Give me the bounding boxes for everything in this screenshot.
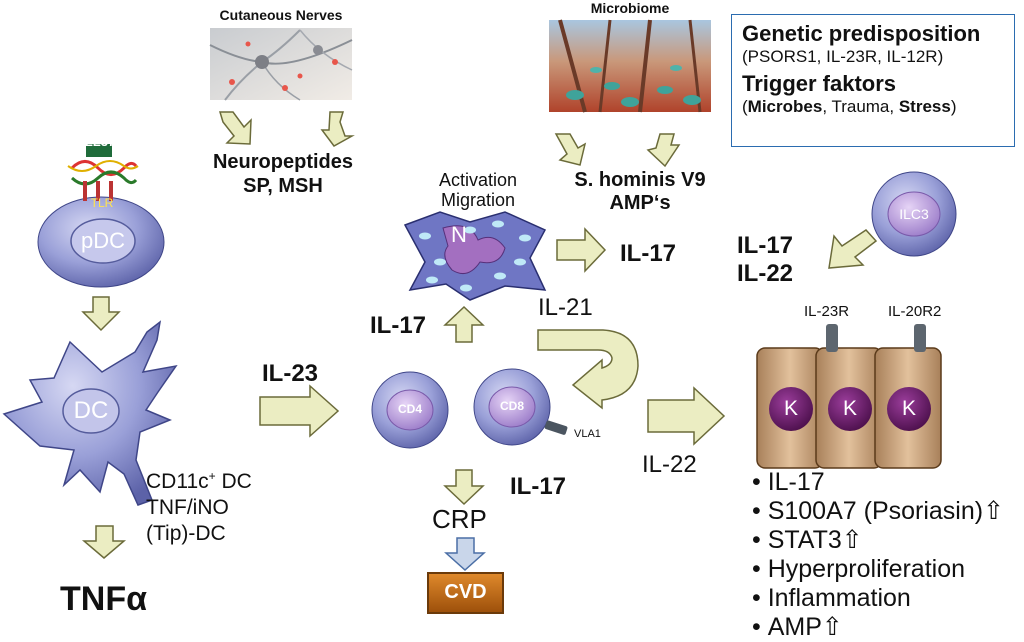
il23r-label: IL-23R	[804, 303, 850, 320]
dendritic-cell	[2, 320, 178, 506]
ilc3-label: ILC3	[899, 206, 929, 222]
trigger-factors-line: (Microbes, Trauma, Stress)	[742, 97, 957, 116]
arrow-il21-curve	[537, 329, 639, 410]
crp-label: CRP	[432, 504, 487, 534]
effect-item: Hyperproliferation	[752, 555, 1004, 584]
effect-item: AMP⇧	[752, 613, 1004, 642]
arrow-crp-to-cvd	[444, 537, 486, 572]
pdc-cell	[37, 144, 165, 288]
genetic-trigger-box: Genetic predisposition (PSORS1, IL-23R, …	[731, 14, 1015, 147]
cd4-label: CD4	[397, 402, 422, 416]
il21-label: IL-21	[538, 294, 593, 321]
trigger-factors-heading: Trigger faktors	[742, 71, 897, 96]
neuropeptides-label: Neuropeptides SP, MSH	[212, 151, 354, 197]
cutaneous-nerves-image	[209, 28, 353, 101]
activation-migration-label: Activation Migration	[438, 170, 518, 210]
arrow-cd8-to-crp	[443, 469, 485, 506]
s-hominis-label: S. hominis V9 AMP‘s	[574, 169, 706, 214]
cd4-cell	[371, 371, 449, 449]
il17-ilc3-label: IL-17 IL-22	[737, 232, 794, 287]
cd8-label: CD8	[499, 399, 524, 413]
effect-item: S100A7 (Psoriasin)⇧	[752, 497, 1004, 526]
vla1-label: VLA1	[574, 428, 601, 440]
cutaneous-nerves-label: Cutaneous Nerves	[219, 7, 343, 23]
genetic-predisposition-heading: Genetic predisposition	[742, 21, 981, 46]
arrow-il23	[259, 384, 340, 438]
arrow-pdc-to-dc	[81, 296, 121, 332]
neutrophil-label: N	[451, 222, 467, 247]
flow-arrows	[81, 111, 878, 559]
il17-cd4-label: IL-17	[370, 312, 427, 339]
ilc3-cell	[871, 171, 957, 257]
tnf-alpha-label: TNFα	[60, 580, 147, 618]
il23-label: IL-23	[262, 360, 319, 387]
genetic-genes-line: (PSORS1, IL-23R, IL-12R)	[742, 47, 944, 66]
microbiome-image	[549, 19, 711, 113]
dc-label: DC	[73, 397, 109, 424]
il17-neutrophil-label: IL-17	[620, 240, 677, 267]
il20r2-label: IL-20R2	[888, 303, 942, 320]
neutrophil-cell	[403, 211, 547, 301]
effect-item: IL-17	[752, 468, 1004, 497]
arrow-nerves-right	[320, 111, 355, 147]
cvd-box	[427, 572, 504, 614]
cd8-cell	[473, 368, 568, 446]
keratinocyte-label-2: K	[842, 397, 857, 420]
arrow-ilc3-to-il	[828, 229, 878, 269]
arrow-il22	[647, 386, 726, 446]
keratinocyte-label-3: K	[901, 397, 916, 420]
keratinocyte-layer	[756, 324, 942, 469]
arrow-microbe-left	[554, 133, 587, 166]
ll37-label: LL37	[84, 134, 116, 149]
il17-cd8-label: IL-17	[510, 473, 567, 500]
arrow-cd4-up	[443, 305, 485, 343]
effect-item: STAT3⇧	[752, 526, 1004, 555]
keratinocyte-effects-list: IL-17 S100A7 (Psoriasin)⇧ STAT3⇧ Hyperpr…	[752, 468, 1004, 642]
dc-description: CD11c+ DC TNF/iNO (Tip)-DC	[146, 469, 252, 545]
pdc-label: pDC	[80, 228, 125, 253]
keratinocyte-label-1: K	[783, 397, 798, 420]
arrow-microbe-right	[646, 133, 681, 168]
il22-label: IL-22	[642, 451, 697, 478]
arrow-dc-to-tnf	[81, 525, 127, 559]
arrow-neutrophil-il17	[556, 227, 607, 273]
effect-item: Inflammation	[752, 584, 1004, 613]
microbiome-label: Microbiome	[590, 0, 670, 16]
cvd-label: CVD	[444, 581, 487, 603]
tlr-label: TLR	[90, 196, 114, 210]
arrow-nerves-left	[218, 111, 252, 145]
